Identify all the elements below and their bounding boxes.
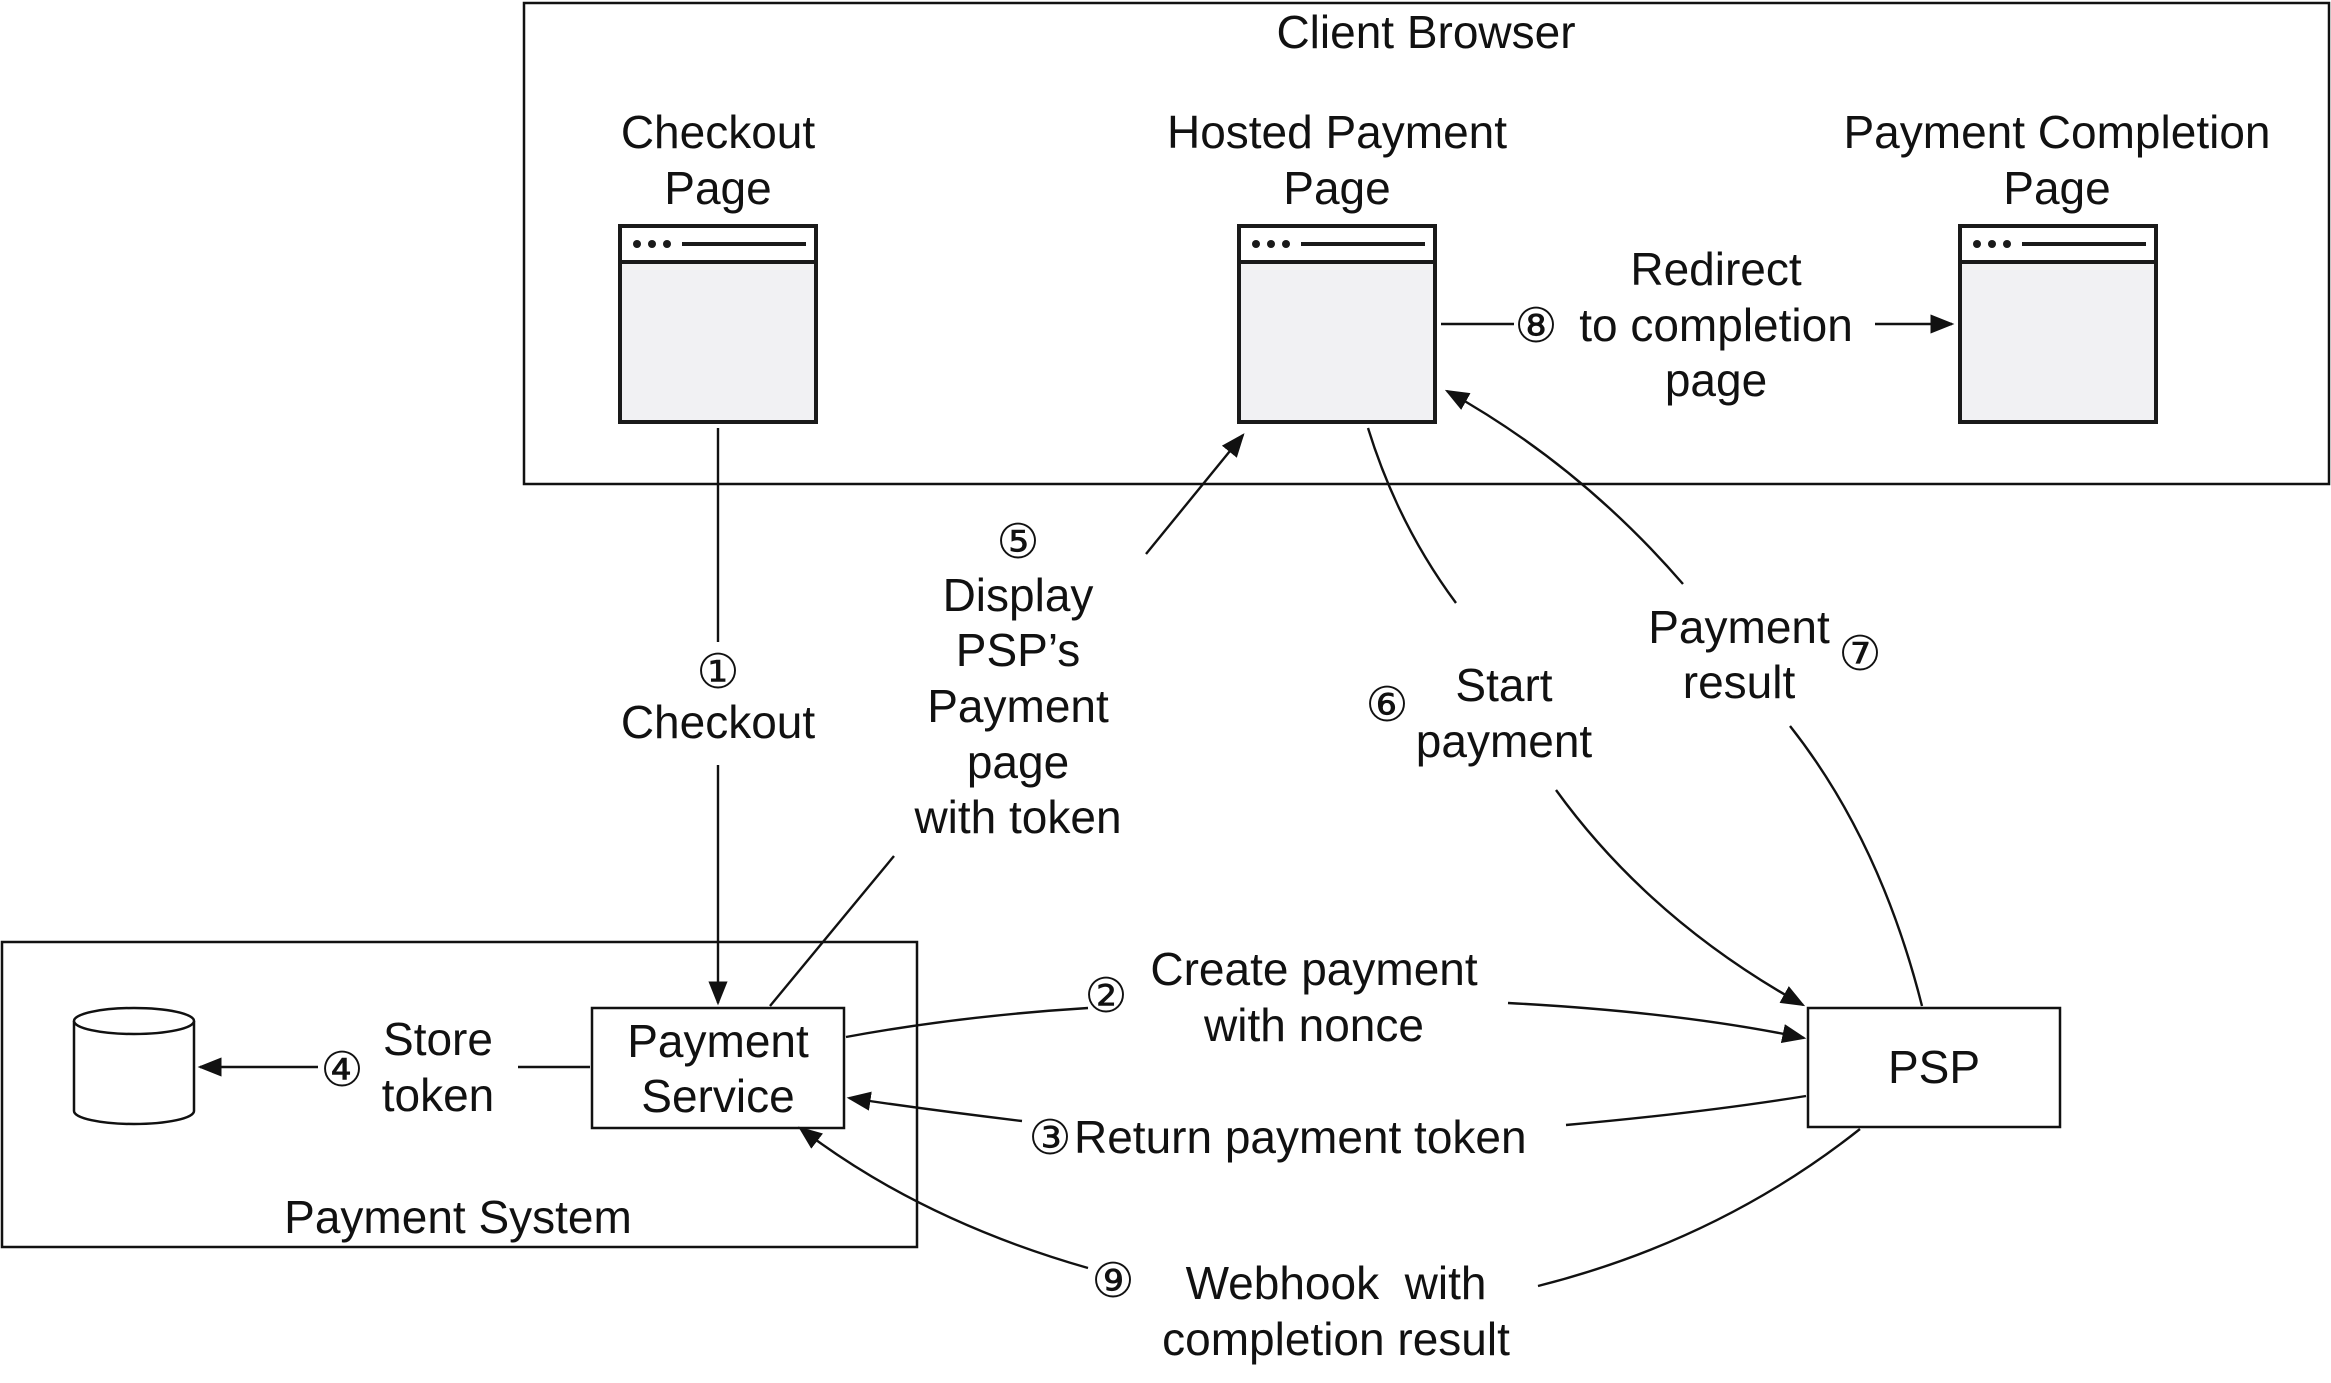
edge-return-token-right xyxy=(1565,1094,1807,1127)
step-5-text-line4: page xyxy=(967,736,1069,788)
client-browser-title: Client Browser xyxy=(1276,6,1575,58)
step-2-label: ② Create payment with nonce xyxy=(1084,943,1477,1051)
completion-page-label-line1: Payment Completion xyxy=(1844,106,2271,158)
edge-create-payment-right xyxy=(1507,1001,1807,1043)
browser-window-icon xyxy=(618,224,818,424)
checkout-page: Checkout Page xyxy=(618,106,818,424)
step-2-text-line2: with nonce xyxy=(1203,999,1424,1051)
hosted-page-label-line2: Page xyxy=(1283,162,1390,214)
step-4-number: ④ xyxy=(320,1042,363,1098)
step-8-number: ⑧ xyxy=(1514,298,1557,354)
step-9-text-line2: completion result xyxy=(1162,1313,1510,1365)
step-1-number: ① xyxy=(696,644,739,700)
step-5-label: ⑤ Display PSP’s Payment page with token xyxy=(913,514,1121,843)
step-4-label: ④ Store token xyxy=(320,1013,494,1121)
edge-display-page-lower xyxy=(769,855,895,1007)
step-2-text-line1: Create payment xyxy=(1150,943,1477,995)
browser-window-icon xyxy=(1237,224,1437,424)
browser-window-icon xyxy=(1958,224,2158,424)
payment-completion-page: Payment Completion Page xyxy=(1844,106,2271,424)
edge-webhook-left xyxy=(798,1126,1089,1270)
edge-payment-result-lower xyxy=(1789,725,1924,1007)
edge-start-payment-upper xyxy=(1366,427,1457,604)
payment-service-label-line1: Payment xyxy=(627,1015,809,1067)
step-5-number: ⑤ xyxy=(996,514,1039,570)
step-9-label: ⑨ Webhook with completion result xyxy=(1091,1253,1510,1365)
step-5-text-line3: Payment xyxy=(927,680,1109,732)
step-7-number: ⑦ xyxy=(1838,626,1881,682)
step-9-number: ⑨ xyxy=(1091,1253,1134,1309)
step-7-text-line2: result xyxy=(1683,656,1796,708)
payment-service-box xyxy=(590,1006,846,1130)
step-6-text-line2: payment xyxy=(1416,715,1593,767)
payment-system-title: Payment System xyxy=(284,1191,632,1243)
step-7-label: Payment result ⑦ xyxy=(1648,601,1881,708)
hosted-page-label-line1: Hosted Payment xyxy=(1167,106,1507,158)
step-3-text: Return payment token xyxy=(1074,1111,1527,1163)
step-1-text: Checkout xyxy=(621,696,816,748)
psp-box xyxy=(1806,1006,2062,1129)
step-8-text-line2: to completion xyxy=(1579,299,1853,351)
checkout-page-label-line2: Page xyxy=(664,162,771,214)
database-icon xyxy=(72,1006,196,1126)
psp-label: PSP xyxy=(1888,1041,1980,1093)
step-5-text-line2: PSP’s xyxy=(956,624,1080,676)
edge-return-token-left xyxy=(846,1091,1023,1123)
completion-page-label-line2: Page xyxy=(2003,162,2110,214)
step-3-label: ③ Return payment token xyxy=(1028,1110,1526,1166)
edge-display-page-upper xyxy=(1145,433,1245,555)
payment-service-label-line2: Service xyxy=(641,1070,794,1122)
edge-start-payment-lower xyxy=(1555,789,1806,1007)
edge-webhook-right xyxy=(1537,1128,1861,1288)
step-1-label: ① Checkout xyxy=(621,644,816,748)
step-6-number: ⑥ xyxy=(1365,677,1408,733)
step-7-text-line1: Payment xyxy=(1648,601,1830,653)
step-4-text-line2: token xyxy=(382,1069,495,1121)
step-8-label: ⑧ Redirect to completion page xyxy=(1514,243,1852,406)
step-5-text-line1: Display xyxy=(943,569,1094,621)
step-2-number: ② xyxy=(1084,968,1127,1024)
step-3-number: ③ xyxy=(1028,1110,1071,1166)
step-6-text-line1: Start xyxy=(1455,659,1552,711)
step-5-text-line5: with token xyxy=(913,791,1121,843)
step-4-text-line1: Store xyxy=(383,1013,493,1065)
hosted-payment-page: Hosted Payment Page xyxy=(1167,106,1507,424)
step-6-label: ⑥ Start payment xyxy=(1365,659,1592,767)
edge-payment-result-upper xyxy=(1444,389,1684,585)
checkout-page-label-line1: Checkout xyxy=(621,106,816,158)
edge-create-payment-left xyxy=(845,1006,1089,1039)
step-8-text-line1: Redirect xyxy=(1630,243,1802,295)
payment-service-node: Payment Service xyxy=(590,1006,846,1130)
step-8-text-line3: page xyxy=(1665,354,1767,406)
step-9-text-line1: Webhook with xyxy=(1186,1257,1487,1309)
psp-node: PSP xyxy=(1806,1006,2062,1129)
